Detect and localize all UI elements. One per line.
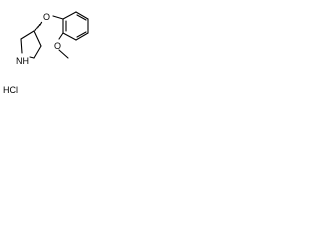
bond-c2-n1 (20, 38, 23, 54)
bond-c4-c5 (33, 45, 42, 59)
bond-c2-omethoxy (58, 32, 64, 40)
double-bond-inner-3 (76, 14, 87, 21)
atom-label-nitrogen: NH (16, 56, 29, 66)
stereo-hashed-wedge (34, 21, 43, 31)
double-bond-inner-2 (76, 31, 87, 38)
atom-label-methoxy-oxygen: O (54, 41, 61, 51)
bond-omethoxy-ch3 (58, 49, 69, 59)
bond-c3-c4 (75, 32, 89, 41)
bond-c5-n1 (29, 56, 35, 59)
bond-c3-c4 (33, 30, 42, 47)
chemical-structure: O O NH (16, 11, 89, 66)
bond-o-c1 (52, 15, 64, 20)
pyrrolidine-ring (20, 30, 42, 59)
methoxy-group (58, 32, 69, 59)
atom-label-ether-oxygen: O (43, 12, 50, 22)
bond-c5-c6 (75, 11, 89, 20)
benzene-ring (52, 11, 89, 41)
bond-c2-c3 (62, 32, 77, 41)
bond-c6-c1 (62, 11, 77, 20)
bond-c3-c2 (20, 30, 35, 40)
salt-label: HCl (3, 85, 18, 95)
